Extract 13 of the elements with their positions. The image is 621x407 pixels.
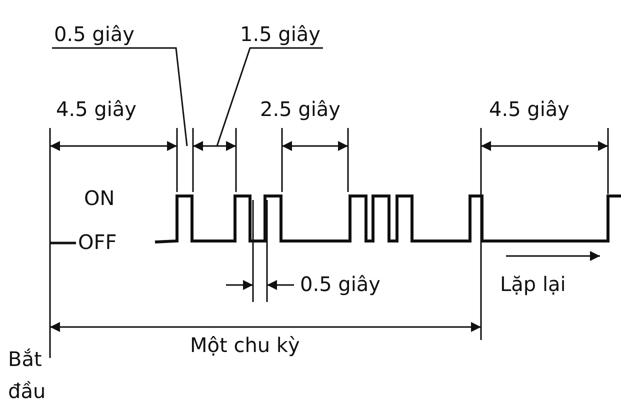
leader-line [216, 47, 323, 146]
duration-label: 2.5 giây [260, 97, 341, 121]
level-label: ON [84, 186, 115, 210]
leader-line [52, 47, 188, 146]
duration-label: 0.5 giây [300, 272, 381, 296]
level-label: OFF [78, 230, 117, 254]
callout-label: 0.5 giây [54, 22, 135, 46]
start-label: Bắt đầu [8, 346, 47, 405]
duration-label: 4.5 giây [56, 97, 137, 121]
callout-label: 1.5 giây [240, 22, 321, 46]
cycle-label: Một chu kỳ [190, 333, 300, 357]
repeat-label: Lặp lại [500, 272, 566, 296]
duration-label: 4.5 giây [489, 97, 570, 121]
